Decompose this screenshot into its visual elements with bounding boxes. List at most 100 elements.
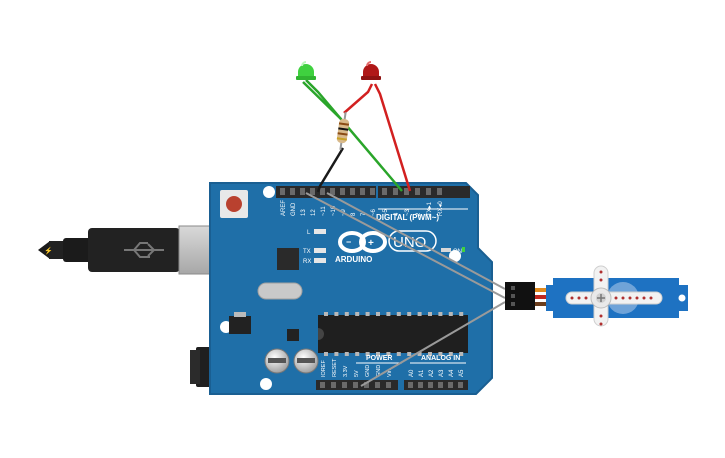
pin-label: A5 — [459, 369, 465, 377]
model-badge — [388, 230, 437, 252]
svg-text:−: − — [346, 237, 351, 247]
pin-label: GND — [376, 365, 382, 377]
pin-label: A1 — [419, 369, 425, 377]
pin-hole[interactable] — [342, 382, 347, 388]
arduino-logo: − + — [338, 231, 387, 253]
led-tx-label: TX — [303, 249, 311, 255]
pin-hole[interactable] — [426, 188, 431, 195]
digital-header-label: DIGITAL (PWM~) — [376, 213, 439, 222]
pin-hole[interactable] — [370, 188, 375, 195]
wire-signal — [305, 192, 506, 299]
atmega-chip — [318, 312, 468, 356]
pin-label: A0 — [409, 369, 415, 377]
pin-label: ~10 — [331, 205, 337, 216]
led-green-icon[interactable] — [296, 61, 316, 80]
pin-label: ~5 — [383, 208, 389, 216]
analog-label: ANALOG IN — [421, 355, 460, 362]
pin-hole[interactable] — [393, 188, 398, 195]
model-mark: UNO — [393, 234, 426, 251]
pin-hole[interactable] — [340, 188, 345, 195]
pin-hole[interactable] — [448, 382, 453, 388]
pin-label: 2 — [416, 212, 422, 216]
pin-label: Vin — [387, 369, 393, 377]
pin-hole[interactable] — [438, 382, 443, 388]
pin-label: A3 — [439, 369, 445, 377]
led-l — [314, 229, 326, 234]
pin-label: ~6 — [371, 208, 377, 216]
pin-label: RX◂0 — [438, 201, 444, 216]
mount-hole — [449, 250, 461, 262]
crystal — [257, 282, 303, 300]
mount-hole — [260, 378, 272, 390]
resistor-icon[interactable] — [335, 111, 350, 150]
wire-green — [305, 79, 403, 192]
wire-red — [373, 83, 412, 192]
pin-hole[interactable] — [364, 382, 369, 388]
svg-text:⚡: ⚡ — [44, 246, 53, 255]
wires — [302, 79, 506, 387]
pin-label: AREF — [281, 200, 287, 216]
pin-hole[interactable] — [353, 382, 358, 388]
voltage-regulator — [229, 312, 299, 341]
led-red-icon[interactable] — [361, 61, 381, 80]
pin-hole[interactable] — [375, 382, 380, 388]
pin-label: 12 — [311, 209, 317, 216]
pin-hole[interactable] — [290, 188, 295, 195]
digital-pin-holes — [280, 188, 442, 195]
pin-hole[interactable] — [428, 382, 433, 388]
pin-hole[interactable] — [458, 382, 463, 388]
pin-hole[interactable] — [382, 188, 387, 195]
pin-label: 8 — [351, 212, 357, 216]
pin-hole[interactable] — [320, 382, 325, 388]
usb-chip — [277, 248, 299, 270]
pin-hole[interactable] — [404, 188, 409, 195]
pin-hole[interactable] — [320, 188, 325, 195]
analog-header — [404, 380, 468, 390]
pin-label: 4 — [394, 212, 400, 216]
pin-label: 3.3V — [343, 365, 349, 377]
pin-hole[interactable] — [408, 382, 413, 388]
wire-power — [360, 301, 506, 387]
wire-red — [343, 83, 374, 114]
pin-label: 5V — [354, 370, 360, 377]
bottom-pin-labels: IOREF RESET 3.3V 5V GND GND Vin A0 A1 A2 A3 A4 A5 — [321, 358, 465, 377]
pin-label: 13 — [301, 209, 307, 216]
pin-label: ~3 — [405, 208, 411, 216]
pin-hole[interactable] — [418, 382, 423, 388]
servo-connector — [505, 282, 553, 310]
power-label: POWER — [366, 355, 392, 362]
pin-hole[interactable] — [437, 188, 442, 195]
wire-green — [302, 81, 342, 120]
led-rx-label: RX — [303, 259, 311, 265]
pin-hole[interactable] — [331, 382, 336, 388]
pin-label: GND — [291, 202, 297, 216]
power-led: ON — [441, 247, 465, 255]
wire-signal — [326, 192, 506, 290]
pin-label: IOREF — [321, 360, 327, 377]
pin-label: A4 — [449, 369, 455, 377]
svg-text:+: + — [368, 238, 374, 249]
pin-label: ~11 — [321, 206, 327, 216]
mount-hole — [263, 186, 275, 198]
led-tx — [314, 248, 326, 253]
reset-button[interactable] — [220, 190, 248, 218]
servo-motor-icon[interactable] — [546, 265, 688, 327]
pin-label: GND — [365, 365, 371, 377]
pin-label: A2 — [429, 369, 435, 377]
svg-text:ON: ON — [453, 249, 462, 255]
pin-hole[interactable] — [360, 188, 365, 195]
brand-label: ARDUINO — [335, 255, 372, 264]
pin-hole[interactable] — [350, 188, 355, 195]
pin-hole[interactable] — [280, 188, 285, 195]
pin-label: RESET — [332, 358, 338, 377]
pin-hole[interactable] — [330, 188, 335, 195]
pin-hole[interactable] — [386, 382, 391, 388]
pin-hole[interactable] — [300, 188, 305, 195]
pin-hole[interactable] — [310, 188, 315, 195]
led-rx — [314, 258, 326, 263]
pin-hole[interactable] — [415, 188, 420, 195]
led-l-label: L — [307, 230, 311, 236]
